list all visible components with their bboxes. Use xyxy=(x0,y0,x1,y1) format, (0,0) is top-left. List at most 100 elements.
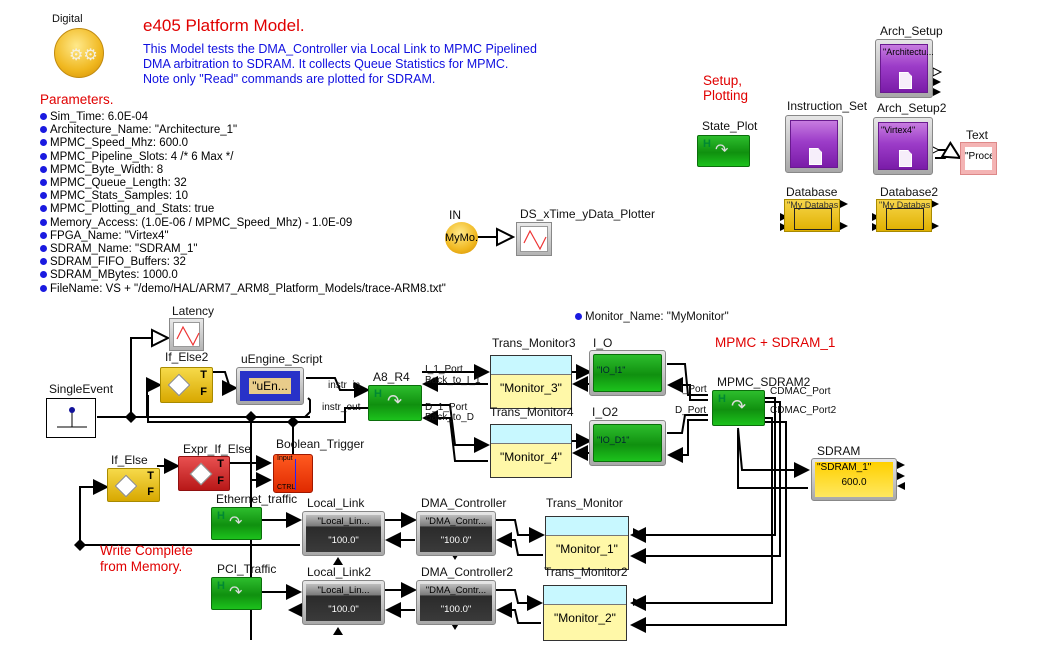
parameter-text: MPMC_Byte_Width: 8 xyxy=(50,163,164,176)
h-icon: H xyxy=(703,138,711,150)
if-else-block[interactable]: T F xyxy=(107,468,160,502)
bullet-icon xyxy=(40,218,47,226)
a8-r4-block[interactable]: H ↷ xyxy=(368,385,422,421)
port-triangle xyxy=(897,472,905,480)
io2-label: I_O2 xyxy=(592,405,619,419)
trans-monitor4-block[interactable]: "Monitor_4" xyxy=(490,424,572,478)
expr-if-else-block[interactable]: T F xyxy=(178,456,230,491)
sdram-value: "SDRAM_1" xyxy=(817,462,872,473)
io2-block[interactable]: "IO_D1" xyxy=(589,420,666,466)
parameter-text: FileName: VS + "/demo/HAL/ARM7_ARM8_Plat… xyxy=(50,282,446,295)
bullet-icon xyxy=(40,245,47,253)
wire xyxy=(422,404,490,453)
database-block[interactable]: "My Databas... xyxy=(784,199,840,232)
h-icon: H xyxy=(217,510,225,522)
trans-monitor2-label: Trans_Monitor2 xyxy=(544,565,628,579)
monitor-value: "Monitor_1" xyxy=(556,542,618,556)
mpmc-sdram2-block[interactable]: H ↷ xyxy=(712,390,765,426)
ethernet-traffic-block[interactable]: H ↷ xyxy=(211,507,262,540)
local-link-block[interactable]: "Local_Lin..."100.0" xyxy=(302,511,385,556)
trans-monitor2-block[interactable]: "Monitor_2" xyxy=(543,585,627,641)
wire xyxy=(630,417,773,611)
port-label: I_Port xyxy=(680,384,707,395)
in-port-block[interactable]: MyMo... xyxy=(445,222,478,254)
decision-icon xyxy=(167,373,191,397)
parameter-text: MPMC_Pipeline_Slots: 4 /* 6 Max */ xyxy=(50,150,234,163)
local-link2-block[interactable]: "Local_Lin..."100.0" xyxy=(302,580,385,625)
arch-setup2-label: Arch_Setup2 xyxy=(877,101,947,115)
parameter-item[interactable]: SDRAM_Name: "SDRAM_1" xyxy=(40,243,446,256)
io-value: "IO_I1" xyxy=(593,354,662,392)
instruction-set-block[interactable] xyxy=(785,115,843,173)
port-triangle xyxy=(897,482,905,490)
single-event-block[interactable] xyxy=(46,398,96,438)
trans-monitor3-block[interactable]: "Monitor_3" xyxy=(490,355,572,409)
sdram-block[interactable]: "SDRAM_1" 600.0 xyxy=(811,458,897,501)
parameter-text: Sim_Time: 6.0E-04 xyxy=(50,111,148,123)
parameter-item[interactable]: MPMC_Speed_Mhz: 600.0 xyxy=(40,137,446,150)
digital-label: Digital xyxy=(52,13,83,25)
parameter-item[interactable]: SDRAM_MBytes: 1000.0 xyxy=(40,269,446,282)
parameter-text: Memory_Access: (1.0E-06 / MPMC_Speed_Mhz… xyxy=(50,216,353,229)
junction xyxy=(125,411,137,423)
if-else2-block[interactable]: T F xyxy=(160,367,213,403)
database2-value: "My Databas... xyxy=(879,200,931,210)
text-block[interactable]: "Proce... xyxy=(960,142,997,175)
database2-block[interactable]: "My Databas... xyxy=(876,199,932,232)
io2-value: "IO_D1" xyxy=(593,424,662,462)
parameter-text: MPMC_Speed_Mhz: 600.0 xyxy=(50,137,189,150)
dma-controller2-block[interactable]: "DMA_Contr..."100.0" xyxy=(416,580,496,625)
parameter-item[interactable]: FPGA_Name: "Virtex4" xyxy=(40,230,446,243)
parameter-item[interactable]: SDRAM_FIFO_Buffers: 32 xyxy=(40,256,446,269)
port-label: D_1_Port xyxy=(425,402,468,413)
in-label: IN xyxy=(449,208,461,222)
port-label: instr_out xyxy=(322,402,361,413)
pci-traffic-block[interactable]: H ↷ xyxy=(211,577,262,610)
parameter-item[interactable]: MPMC_Pipeline_Slots: 4 /* 6 Max */ xyxy=(40,151,446,164)
digital-gear-icon[interactable]: ⚙⚙ xyxy=(54,28,104,78)
wire xyxy=(667,414,708,434)
arch-setup-value: "Architectu... xyxy=(883,47,934,57)
sdram-inner: "SDRAM_1" 600.0 xyxy=(815,462,893,497)
trans-monitor-block[interactable]: "Monitor_1" xyxy=(545,516,629,570)
text-block-value: "Proce... xyxy=(965,147,992,170)
parameter-text: MPMC_Queue_Length: 32 xyxy=(50,177,187,190)
decision-icon xyxy=(189,462,213,486)
page-title: e405 Platform Model. xyxy=(143,16,305,35)
parameter-item[interactable]: FileName: VS + "/demo/HAL/ARM7_ARM8_Plat… xyxy=(40,283,446,296)
parameter-item[interactable]: Memory_Access: (1.0E-06 / MPMC_Speed_Mhz… xyxy=(40,217,446,230)
dma-controller-block[interactable]: "DMA_Contr..."100.0" xyxy=(416,511,496,556)
parameter-item[interactable]: Sim_Time: 6.0E-04 xyxy=(40,111,446,124)
io-block[interactable]: "IO_I1" xyxy=(589,350,666,396)
wire xyxy=(422,410,488,462)
ds-plotter-block[interactable] xyxy=(516,222,552,256)
arrow-icon: ↷ xyxy=(715,142,729,159)
document-icon xyxy=(899,72,912,89)
parameter-item[interactable]: Architecture_Name: "Architecture_1" xyxy=(40,124,446,137)
expr-if-else-label: Expr_If_Else xyxy=(183,442,252,456)
dma2-rate: "100.0" xyxy=(440,604,472,615)
true-port: T xyxy=(147,470,154,482)
pci-label: PCI_Traffic xyxy=(217,562,277,576)
io-label: I_O xyxy=(593,336,613,350)
trans-monitor-label: Trans_Monitor xyxy=(546,496,623,510)
boolean-trigger-block[interactable]: Input CTRL xyxy=(273,454,313,493)
monitor-name-param[interactable]: Monitor_Name: "MyMonitor" xyxy=(575,311,729,323)
arch-setup-block[interactable]: "Architectu... xyxy=(875,39,934,98)
port-label: Back_to_D xyxy=(425,412,474,423)
parameter-item[interactable]: MPMC_Stats_Samples: 10 xyxy=(40,190,446,203)
wire xyxy=(79,479,109,545)
arch-setup2-block[interactable]: "Virtex4" xyxy=(873,117,933,175)
parameter-item[interactable]: MPMC_Queue_Length: 32 xyxy=(40,177,446,190)
parameter-item[interactable]: MPMC_Byte_Width: 8 xyxy=(40,164,446,177)
wire xyxy=(630,401,781,564)
parameter-text: MPMC_Plotting_and_Stats: true xyxy=(50,203,215,216)
wire xyxy=(306,377,370,398)
wire xyxy=(667,377,708,401)
latency-block[interactable] xyxy=(169,318,204,351)
parameter-item[interactable]: MPMC_Plotting_and_Stats: true xyxy=(40,203,446,216)
state-plot-block[interactable]: H ↷ xyxy=(697,135,750,167)
uengine-block[interactable]: "uEn... xyxy=(236,367,304,405)
arch-setup2-value: "Virtex4" xyxy=(881,125,916,135)
